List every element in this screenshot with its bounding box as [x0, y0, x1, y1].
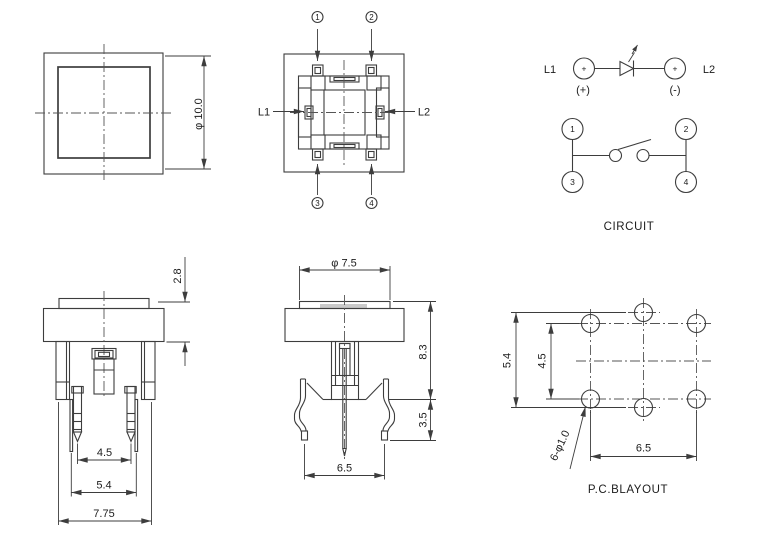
circuit-caption: CIRCUIT [604, 221, 655, 233]
dim-label-pcb-inner: 4.5 [537, 353, 549, 368]
pin-callout-2: 2 [365, 10, 378, 61]
dimension-3-5: 3.5 [390, 399, 436, 441]
led-terminal-callout-l2: L2 [385, 107, 430, 119]
switch-terminal-pins [71, 385, 137, 443]
dim-label-pcb-outer: 5.4 [502, 353, 514, 368]
pin-number-2: 2 [369, 13, 374, 22]
dimension-4-5: 4.5 [77, 443, 132, 464]
hole-callout: 6-φ1.0 [548, 406, 586, 470]
terminal-pins [311, 64, 378, 161]
switch-body-outline [43, 52, 164, 175]
pin-callout-3: 3 [311, 164, 324, 210]
dimension-7-75: 7.75 [58, 402, 152, 525]
circuit-l1-label: L1 [544, 64, 556, 76]
dim-label-foot-pitch: 6.5 [337, 463, 352, 475]
support-legs [55, 340, 156, 401]
bent-led-pins [293, 378, 396, 441]
dimension-5-4: 5.4 [70, 453, 137, 497]
terminal-1-label: 1 [570, 124, 575, 134]
led-symbol-icon [619, 44, 638, 77]
terminal-2-label: 2 [684, 124, 689, 134]
dimension-8-3: 8.3 [389, 301, 436, 400]
circuit-l2-label: L2 [703, 64, 715, 76]
side-view: φ 7.5 [284, 258, 436, 480]
dimension-5-4-pcb: 5.4 [502, 312, 626, 408]
pin-callout-4: 4 [365, 164, 378, 210]
anode-label: (+) [576, 85, 590, 97]
switch-lever [617, 138, 652, 151]
l2-label: L2 [418, 107, 430, 119]
dimension-6-5-pcb: 6.5 [590, 410, 697, 461]
led-terminal-left-plus: + [582, 64, 587, 74]
switch-contact-symbol: 1 2 3 4 [561, 117, 698, 194]
hole-spec-label: 6-φ1.0 [548, 429, 572, 463]
pcb-layout-view: 5.4 4.5 6.5 6-φ1.0 P.C.BLAYOUT [502, 298, 711, 496]
dim-label-height: 8.3 [418, 344, 430, 359]
dim-label-pin-pitch: 4.5 [97, 447, 112, 459]
pin-number-4: 4 [369, 199, 374, 208]
terminal-3-label: 3 [570, 177, 575, 187]
mounting-holes [580, 302, 707, 418]
top-view: φ 10.0 [35, 44, 211, 183]
dim-label-pin-length: 3.5 [418, 412, 430, 427]
pcb-caption: P.C.BLAYOUT [588, 484, 668, 496]
center-terminal-pin [342, 348, 347, 457]
dim-label-cap-width: 7.75 [93, 508, 114, 520]
base-chamfers [306, 382, 383, 401]
dim-label-body-height: 2.8 [172, 268, 184, 283]
led-terminal-right-plus: + [673, 64, 678, 74]
led-terminal-callout-l1: L1 [258, 107, 304, 119]
led-terminal-right [663, 57, 687, 80]
circuit-diagram: L1 + (+) + (-) L2 1 2 3 4 [544, 44, 715, 233]
pin-number-1: 1 [315, 13, 320, 22]
dim-label-wire-pitch: 5.4 [96, 480, 111, 492]
l1-label: L1 [258, 107, 270, 119]
pin-callout-1: 1 [311, 10, 324, 61]
front-view: 2.8 4.5 5.4 7.75 [42, 257, 190, 525]
pin-number-3: 3 [315, 199, 320, 208]
dim-label-cap-diameter: φ 7.5 [331, 258, 356, 270]
pin-layout-view: 1 2 3 4 L1 L2 [258, 10, 430, 210]
led-housing-side [330, 340, 360, 401]
cathode-label: (-) [670, 85, 681, 97]
led-housing [91, 347, 117, 395]
dimension-4-5-pcb: 4.5 [537, 323, 579, 400]
dim-label-pcb-horizontal: 6.5 [636, 443, 651, 455]
dimension-6-5-side: 6.5 [304, 444, 385, 480]
terminal-4-label: 4 [684, 177, 689, 187]
flange-outline [283, 53, 405, 173]
dimension-2-8: 2.8 [158, 257, 190, 366]
dimension-cap-diameter: φ 7.5 [299, 258, 391, 300]
dim-label-overall-size: φ 10.0 [193, 98, 205, 130]
